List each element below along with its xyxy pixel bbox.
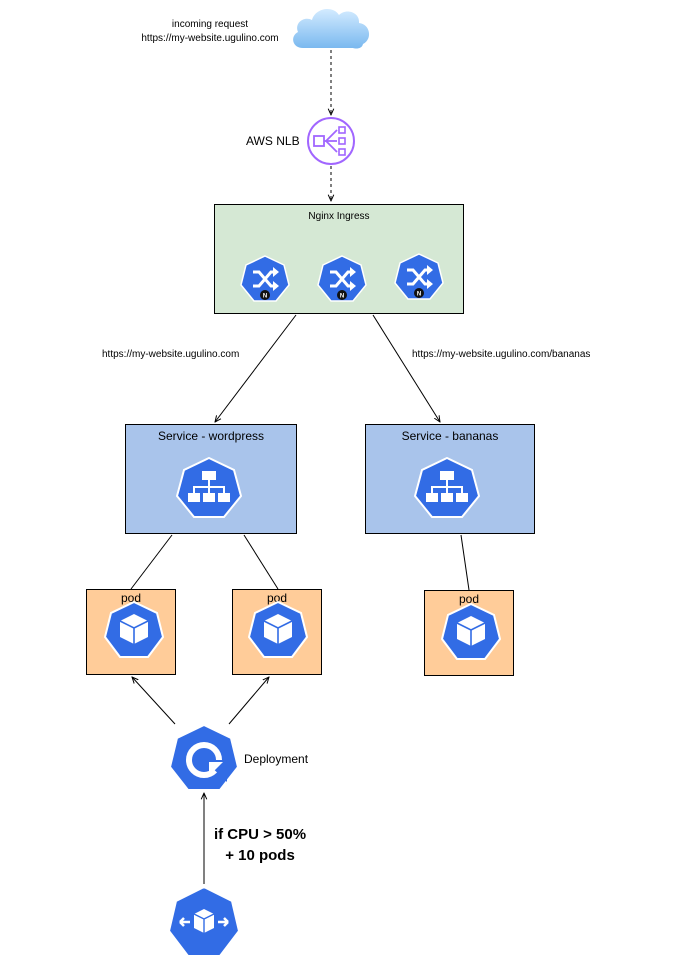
request-label-line2: https://my-website.ugulino.com (141, 33, 279, 44)
nlb-label: AWS NLB (246, 134, 300, 148)
k8s-service-icon (414, 457, 480, 518)
wordpress-to-pod1-connector (130, 534, 173, 590)
k8s-pod-icon (441, 603, 501, 660)
k8s-service-icon (176, 457, 242, 518)
service-bananas-title: Service - bananas (401, 429, 499, 443)
deployment-label: Deployment (244, 752, 309, 766)
wordpress-to-pod2-connector (243, 534, 279, 590)
service-wordpress-box[interactable]: Service - wordpress (125, 424, 297, 534)
nginx-controller-icon: N (240, 255, 290, 302)
request-label-line1: incoming request (171, 19, 249, 30)
hpa-rule-line2: + 10 pods (225, 847, 295, 864)
deployment-to-pod2-connector (228, 677, 269, 725)
route-label-bananas: https://my-website.ugulino.com/bananas (412, 349, 591, 360)
svg-text:N: N (263, 294, 267, 300)
nginx-controller-icon: N (394, 253, 444, 300)
pod-title: pod (458, 592, 480, 606)
hpa-rule-text: if CPU > 50% + 10 pods (210, 824, 310, 866)
k8s-hpa-icon[interactable] (168, 886, 240, 958)
pod-title: pod (120, 591, 142, 605)
ingress-title: Nginx Ingress (308, 211, 370, 222)
service-wordpress-title: Service - wordpress (157, 429, 265, 443)
cloud-icon (293, 8, 370, 49)
k8s-pod-icon (104, 601, 164, 658)
network-load-balancer-icon (307, 117, 355, 165)
pod-title: pod (266, 591, 288, 605)
nginx-controller-icon: N (317, 255, 367, 302)
deployment-to-pod1-connector (132, 677, 176, 725)
route-label-wordpress: https://my-website.ugulino.com (102, 349, 240, 360)
hpa-rule-line1: if CPU > 50% (213, 826, 307, 843)
svg-text:N: N (417, 292, 421, 298)
ingress-to-wordpress-connector (215, 314, 297, 422)
svg-text:N: N (340, 294, 344, 300)
bananas-to-pod3-connector (460, 534, 470, 591)
k8s-pod-icon (248, 601, 308, 658)
ingress-to-bananas-connector (372, 314, 440, 422)
k8s-deployment-icon[interactable] (169, 724, 239, 792)
